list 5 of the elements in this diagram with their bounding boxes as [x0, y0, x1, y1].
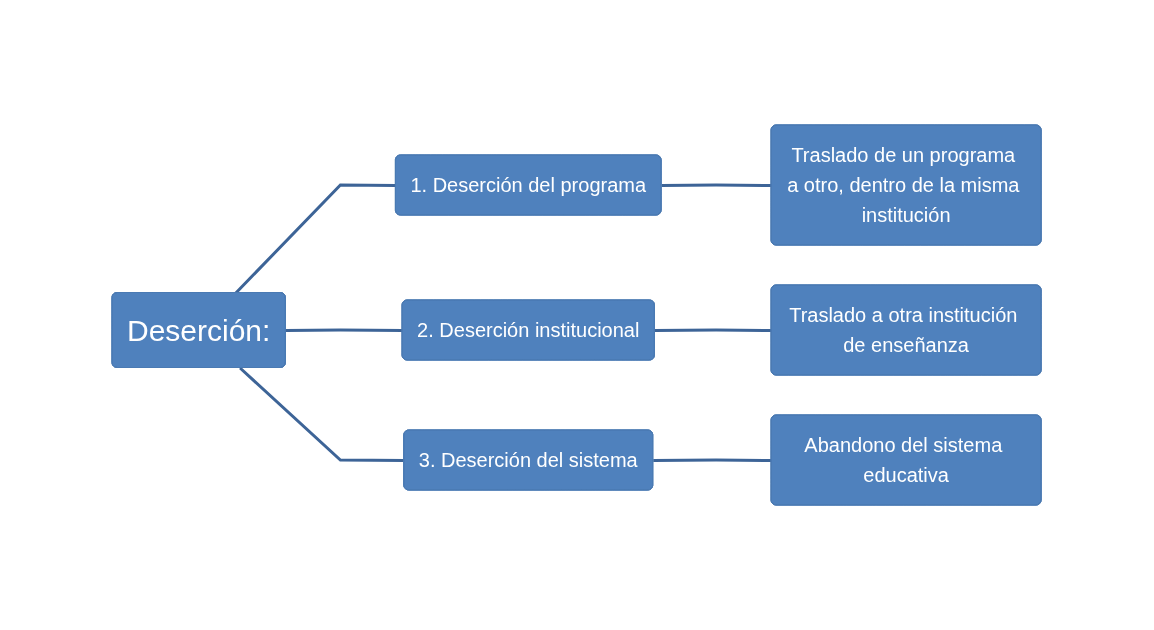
- connector: [286, 328, 404, 332]
- connector: [662, 183, 773, 187]
- connector: [655, 328, 773, 332]
- connector: [653, 458, 773, 462]
- connector: [239, 366, 405, 462]
